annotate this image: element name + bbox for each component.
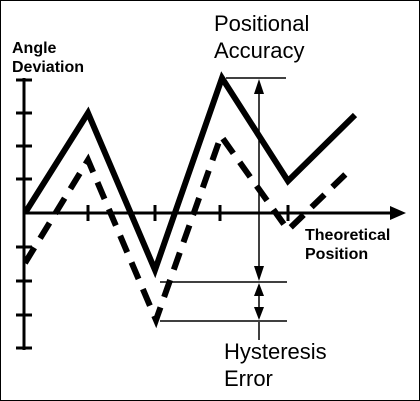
y-axis-ticks	[16, 78, 32, 350]
accuracy-arrow-up-icon	[254, 79, 264, 94]
x-axis-label-line1: Theoretical	[305, 227, 390, 244]
reference-lines	[160, 77, 287, 322]
x-axis-ticks	[86, 205, 290, 221]
hysteresis-label-line1: Hysteresis	[224, 339, 327, 364]
accuracy-label-line1: Positional	[214, 11, 309, 36]
accuracy-label-line2: Accuracy	[214, 38, 304, 63]
solid-curve	[22, 71, 358, 279]
y-axis-label-line2: Deviation	[12, 59, 84, 76]
x-axis-arrowhead	[390, 206, 406, 220]
hysteresis-arrow-down-icon	[254, 307, 264, 320]
accuracy-arrow-down-icon	[254, 266, 264, 281]
hysteresis-arrow-up-icon	[254, 283, 264, 296]
y-axis-label-line1: Angle	[12, 40, 57, 57]
hysteresis-label-line2: Error	[224, 366, 273, 391]
x-axis-label-line2: Position	[305, 246, 368, 263]
dashed-curve	[22, 129, 356, 329]
